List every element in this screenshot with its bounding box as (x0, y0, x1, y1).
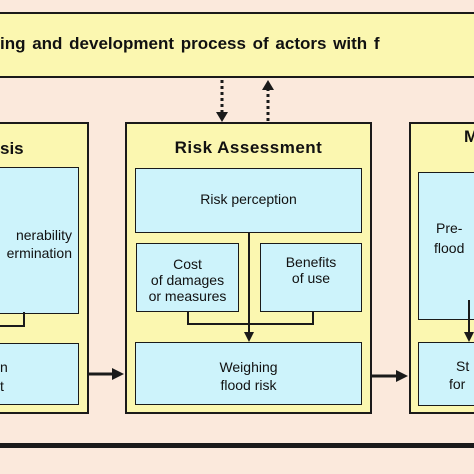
left-box-vulnerability (0, 167, 79, 314)
right-box2-line2: for (449, 376, 466, 392)
bottom-baseline (0, 443, 474, 448)
header-text: ing and development process of actors wi… (0, 34, 380, 53)
left-connector (0, 312, 25, 327)
risk-assessment-title: Risk Assessment (174, 138, 323, 157)
left-box2-line2: t (0, 378, 4, 394)
right-box1-line1: Pre- (436, 220, 463, 236)
cost-line2: of damages (150, 272, 225, 288)
center-connectors (187, 233, 314, 342)
benefits-box (260, 243, 362, 312)
header-banner (0, 12, 474, 78)
left-box1-line2: ermination (6, 245, 72, 261)
left-panel-title: sis (0, 139, 24, 158)
left-box2-line1: n (0, 359, 8, 375)
right-box2-line1: St (456, 358, 470, 374)
arrow-left-to-center (88, 368, 124, 380)
weighing-box (135, 342, 362, 405)
benefits-line2: of use (291, 270, 331, 286)
feedback-arrows (216, 80, 274, 122)
weighing-line2: flood risk (220, 377, 277, 393)
right-connector (464, 300, 474, 342)
risk-perception-box (135, 168, 362, 233)
right-box-preflood (418, 172, 474, 320)
weighing-line1: Weighing (219, 359, 278, 375)
cost-line3: or measures (148, 288, 227, 304)
right-panel-title: M (464, 127, 474, 146)
left-box1-line1: nerability (15, 227, 72, 243)
cost-box (136, 243, 239, 312)
benefits-line1: Benefits (285, 254, 337, 270)
right-box1-line2: flood (434, 240, 465, 256)
arrow-center-to-right (372, 370, 408, 382)
right-box-lower (418, 342, 474, 406)
left-box-lower (0, 343, 79, 405)
risk-perception-label: Risk perception (200, 191, 297, 207)
cost-line1: Cost (173, 256, 202, 272)
